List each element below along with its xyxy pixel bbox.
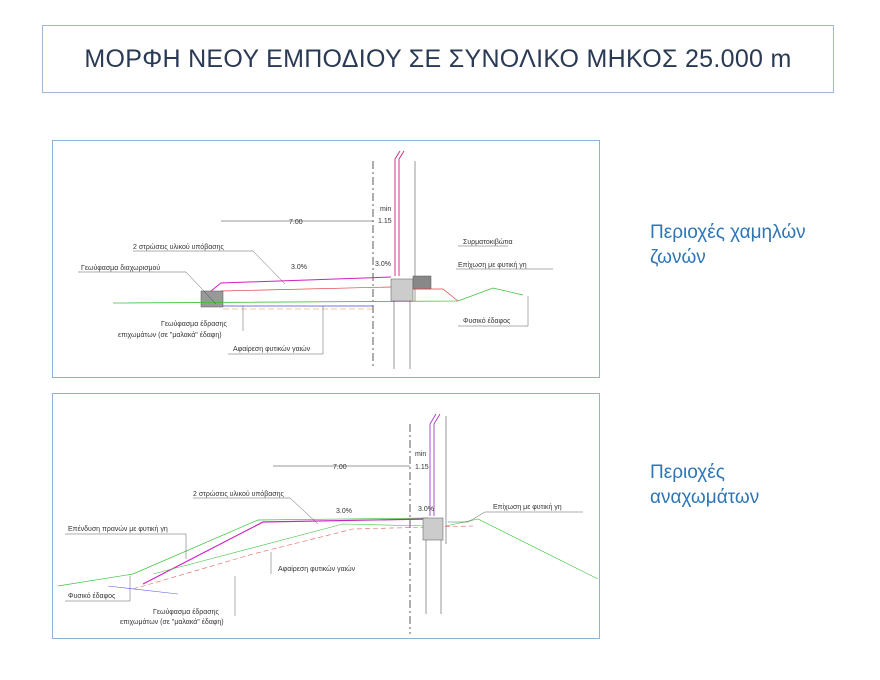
drawing-label: min <box>415 451 426 458</box>
drawing-label: 7.00 <box>333 464 347 471</box>
drawing-label: Γεωύφασμα διαχωρισμού <box>81 264 160 272</box>
embankment-cross-section: 7.00 min 1.15 3.0% 3.0% 2 στρώσεις υλικο… <box>52 393 600 639</box>
drawing-label: 3.0% <box>418 506 434 513</box>
drawing-label: Επένδυση πρανών με φυτική γη <box>68 525 168 533</box>
drawing-label: Αφαίρεση φυτικών γαιών <box>233 345 311 353</box>
drawing-label: 3.0% <box>291 264 307 271</box>
low-zone-cross-section: 7.00 min 1.15 3.0% 3.0% 2 στρώσεις υλικο… <box>52 140 600 378</box>
drawing-label: Φυσικό έδαφος <box>463 317 511 325</box>
drawing-label: Επίχωση με φυτική γη <box>493 503 562 511</box>
drawing-label: αναχωμάτων <box>650 487 760 508</box>
drawing-label: Φυσικό έδαφος <box>68 592 116 600</box>
label-subbase: 2 στρώσεις υλικού υπόβασης <box>133 243 224 251</box>
drawing-label: Αφαίρεση φυτικών γαιών <box>278 565 356 573</box>
cross-section-drawing-1: 7.00 min 1.15 3.0% 3.0% 2 στρώσεις υλικο… <box>78 150 553 369</box>
drawing-label: Περιοχές χαμηλών <box>650 222 806 243</box>
drawing-label: min <box>380 206 391 213</box>
drawing-label: ζωνών <box>650 247 706 268</box>
drawing-label: 1.15 <box>378 218 392 225</box>
drawing-label: επιχωμάτων (σε "μαλακά" έδαφη) <box>120 618 224 626</box>
drawing-label: Γεωύφασμα έδρασης <box>161 320 227 328</box>
drawing-label: 3.0% <box>336 508 352 515</box>
drawing-label: επιχωμάτων (σε "μαλακά" έδαφη) <box>118 331 222 339</box>
drawing-label: 1.15 <box>415 464 429 471</box>
drawing-label: Γεωύφασμα έδρασης <box>153 608 219 616</box>
drawing-label: Συρματοκιβώτια <box>463 238 513 246</box>
width-dimension: 7.00 <box>289 219 303 226</box>
slide-title: ΜΟΡΦΗ ΝΕΟΥ ΕΜΠΟΔΙΟΥ ΣΕ ΣΥΝΟΛΙΚΟ ΜΗΚΟΣ 25… <box>42 25 834 93</box>
drawing-label: 2 στρώσεις υλικού υπόβασης <box>193 490 284 498</box>
embankment-label: Περιοχές αναχωμάτων <box>650 460 759 510</box>
drawing-label: 3.0% <box>375 261 391 268</box>
low-zone-label: Περιοχές χαμηλών ζωνών <box>650 220 806 270</box>
drawing-label: Επίχωση με φυτική γη <box>458 261 527 269</box>
cross-section-drawing-2: 7.00 min 1.15 3.0% 3.0% 2 στρώσεις υλικο… <box>57 413 599 634</box>
drawing-label: Περιοχές <box>650 462 725 483</box>
